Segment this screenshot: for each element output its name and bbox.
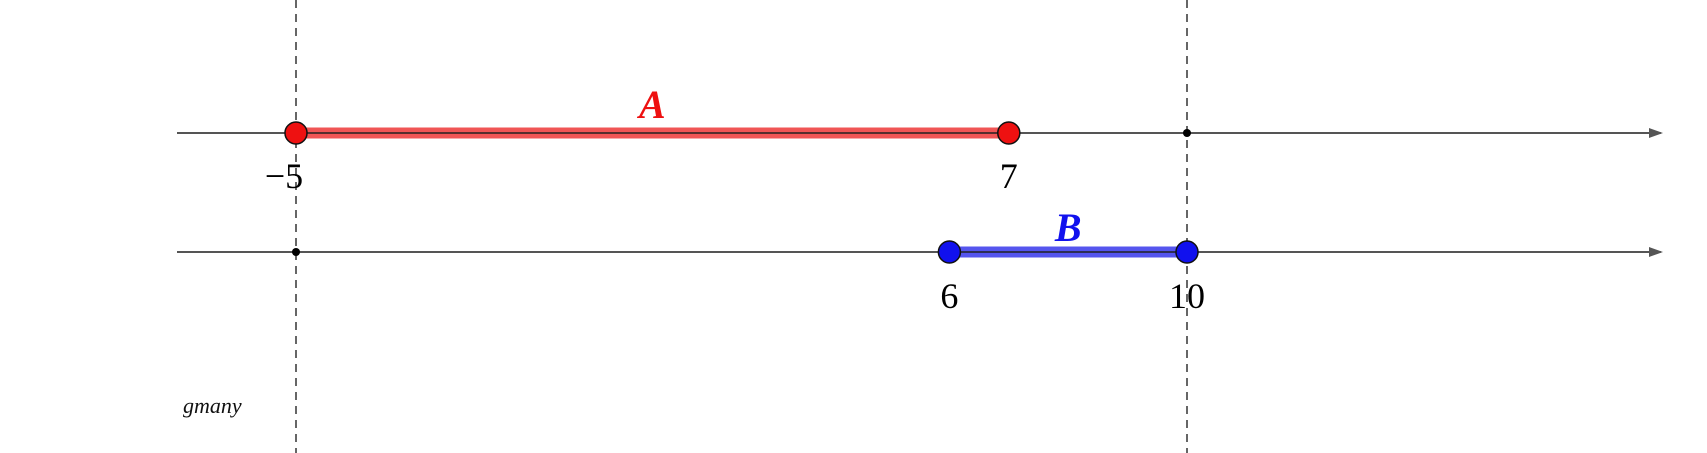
endpoint-A [997, 121, 1021, 145]
endpoint-B [1175, 240, 1199, 264]
tick-label: 6 [940, 276, 958, 316]
interval-label-B: B [1054, 205, 1082, 250]
guide-point [1183, 129, 1191, 137]
endpoint-A [284, 121, 308, 145]
interval-label-A: A [636, 82, 666, 127]
tick-label: 10 [1169, 276, 1205, 316]
watermark: gmany [183, 393, 242, 418]
tick-label: 7 [1000, 156, 1018, 196]
guide-point [292, 248, 300, 256]
endpoint-B [937, 240, 962, 264]
tick-label: −5 [265, 156, 303, 196]
